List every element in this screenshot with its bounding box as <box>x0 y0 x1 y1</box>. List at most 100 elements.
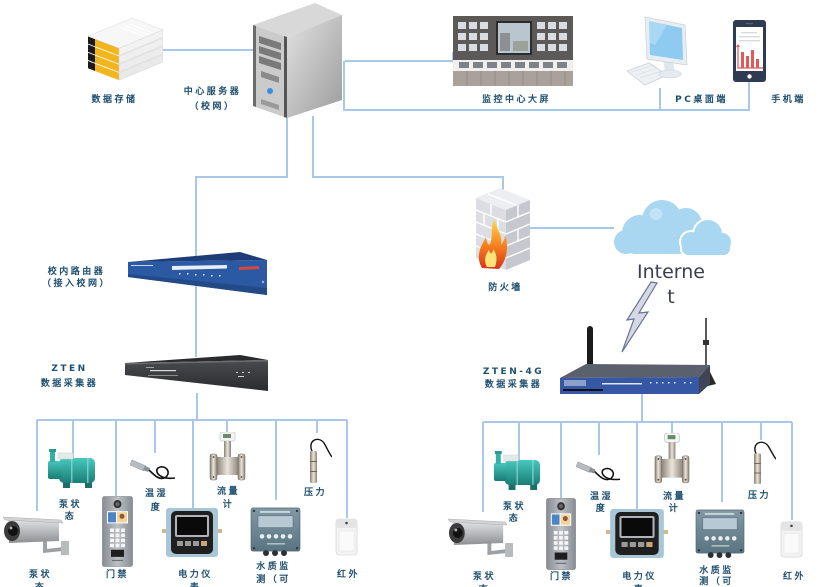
label-line: 态 <box>64 512 77 522</box>
right-pump-label: 泵状 态 <box>462 501 565 525</box>
pump-icon <box>43 448 96 489</box>
right-water-quality-label: 水质监 测（可 <box>664 566 767 587</box>
surveillance-camera-icon <box>3 511 70 559</box>
flowmeter-icon <box>654 433 690 487</box>
label-line: 泵状 <box>28 570 52 580</box>
water-quality-monitor-icon <box>695 509 745 558</box>
zten-4g-collector-icon <box>558 318 718 396</box>
label-line: 水质监 <box>256 562 291 572</box>
zten-4g-collector-label-line: ZTEN-4G <box>482 367 545 377</box>
label-line: 泵状 <box>472 572 496 582</box>
link-server-clients <box>343 61 750 111</box>
zten-collector-label-line: ZTEN <box>51 364 88 374</box>
left-pump-label: 泵状 态 <box>18 499 121 523</box>
label-line: 红外 <box>782 572 806 582</box>
data-storage-icon <box>88 18 163 82</box>
pump-icon <box>489 450 541 491</box>
label-line: 压力 <box>747 491 771 501</box>
label-line: 表 <box>590 584 690 587</box>
right-infrared-label: 红外 <box>742 571 827 584</box>
central-server-label-line: （校网） <box>189 102 236 112</box>
label-line: 红外 <box>336 570 360 580</box>
pc-label: PC桌面端 <box>675 95 728 105</box>
label-line: 门禁 <box>105 570 129 580</box>
temperature-humidity-sensor-icon <box>130 458 176 483</box>
temperature-humidity-sensor-icon <box>576 460 621 484</box>
label-line: 流量 <box>216 487 240 497</box>
campus-router-label-line: 校内路由器 <box>47 267 106 277</box>
infrared-sensor-icon <box>335 517 358 556</box>
power-meter-icon <box>606 509 668 558</box>
label-line: 电力仪 <box>178 570 213 580</box>
left-door-label: 门禁 <box>65 569 168 582</box>
door-access-panel-icon <box>102 496 133 567</box>
right-humidity-label: 温湿 度 <box>549 491 652 515</box>
link-server-firewall <box>312 116 504 192</box>
zten-4g-collector-label-line: 数据采集器 <box>484 380 543 390</box>
campus-router-label-line: （接入校网） <box>41 279 111 289</box>
campus-router-label: 校内路由器 （接入校网） <box>24 266 127 290</box>
label-line: 门禁 <box>549 572 573 582</box>
label-line: 温湿 <box>144 489 168 499</box>
door-access-panel-icon <box>546 498 576 570</box>
label-line: 表 <box>146 582 246 587</box>
pressure-sensor-icon <box>748 440 776 484</box>
left-power-meter-label: 电力仪 表 <box>143 569 246 587</box>
internet-label: Interne t <box>621 260 721 310</box>
central-server-label-line: 中心服务器 <box>183 87 242 97</box>
firewall-icon <box>476 188 530 270</box>
right-power-meter-label: 电力仪 表 <box>587 571 690 587</box>
right-camera-label: 泵状 态 <box>432 571 535 587</box>
internet-label-line: t <box>667 286 675 308</box>
link-server-videowall <box>345 52 454 62</box>
label-line: 计 <box>668 504 681 514</box>
left-pressure-label: 压力 <box>263 487 366 500</box>
link-server-router-collector <box>195 118 288 357</box>
firewall-label: 防火墙 <box>488 283 523 293</box>
left-humidity-label: 温湿 度 <box>104 487 207 515</box>
power-meter-icon <box>162 508 222 557</box>
mobile-phone-icon <box>733 20 766 82</box>
label-line: 泵状 <box>58 500 82 510</box>
video-wall-label: 监控中心大屏 <box>481 95 551 105</box>
label-line: 流量 <box>662 492 686 502</box>
pressure-sensor-icon <box>304 437 332 483</box>
label-line: 态 <box>508 514 521 524</box>
water-quality-monitor-icon <box>250 507 301 556</box>
wireless-lightning-icon <box>621 281 658 353</box>
label-line: 水质监 <box>699 566 734 576</box>
label-line: 度 <box>595 504 608 514</box>
label-line: 测（可 <box>699 577 734 587</box>
left-water-quality-label: 水质监 测（可 <box>221 561 324 587</box>
link-storage-server <box>163 49 255 60</box>
left-flowmeter-label: 流量 计 <box>176 486 279 512</box>
label-line: 测（可 <box>256 575 291 585</box>
campus-router-icon <box>127 252 267 295</box>
zten-collector-icon <box>124 355 268 393</box>
monitoring-video-wall-icon <box>453 16 573 86</box>
right-pressure-label: 压力 <box>707 490 810 503</box>
infrared-sensor-icon <box>780 520 803 558</box>
pc-desktop-icon <box>627 15 692 90</box>
zten-4g-collector-label: ZTEN-4G 数据采集器 <box>461 366 564 392</box>
label-line: 泵状 <box>502 502 526 512</box>
label-line: 态 <box>0 582 91 587</box>
internet-cloud-icon <box>612 200 732 257</box>
left-infrared-label: 红外 <box>296 569 399 582</box>
flowmeter-icon <box>209 432 246 484</box>
data-storage-label: 数据存储 <box>91 95 138 105</box>
surveillance-camera-icon <box>448 513 514 561</box>
phone-label: 手机端 <box>771 95 806 105</box>
right-door-label: 门禁 <box>509 571 612 584</box>
internet-label-line: Interne <box>637 261 705 283</box>
label-line: 压力 <box>303 488 327 498</box>
zten-collector-label-line: 数据采集器 <box>40 379 99 389</box>
right-flowmeter-label: 流量 计 <box>622 491 725 515</box>
label-line: 电力仪 <box>622 572 657 582</box>
left-camera-label: 泵状 态 <box>0 569 91 587</box>
label-line: 态 <box>435 584 535 587</box>
label-line: 度 <box>150 503 163 513</box>
label-line: 计 <box>222 500 235 510</box>
